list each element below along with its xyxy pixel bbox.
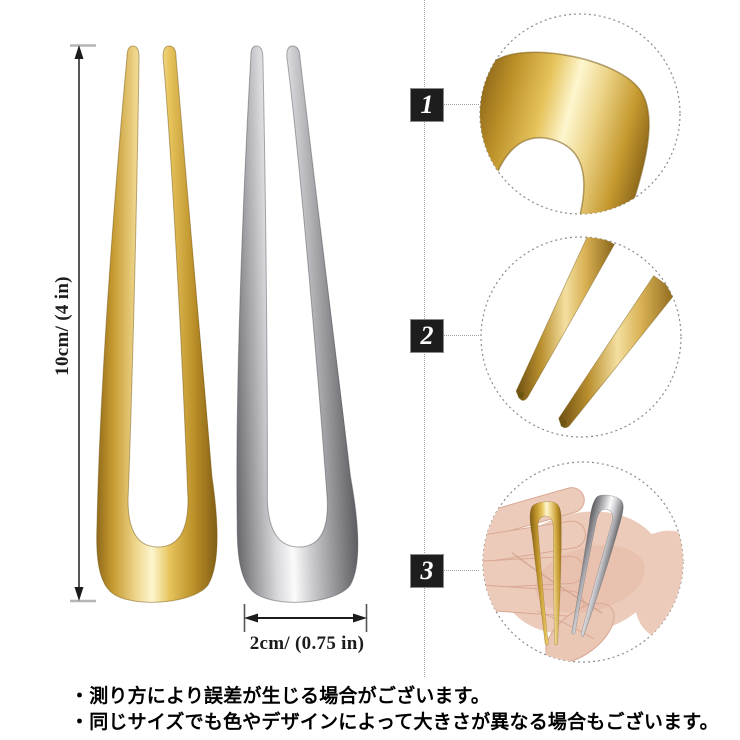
callout-number-1-label: 1 — [420, 90, 434, 119]
callout-number-3-label: 3 — [420, 556, 434, 585]
disclaimer-note-2: ・同じサイズでも色やデザインによって大きさが異なる場合もございます。 — [70, 712, 719, 733]
disclaimer-note-1: ・測り方により誤差が生じる場合がございます。 — [70, 686, 491, 707]
silver-hair-pin — [219, 45, 361, 603]
hand-holding-pins-photo — [482, 461, 684, 663]
height-dimension-arrow — [70, 44, 96, 603]
prong-tips — [515, 237, 677, 429]
height-dimension-label: 10cm/ (4 in) — [52, 276, 73, 376]
callout-connector-1 — [444, 104, 479, 105]
width-dimension-label: 2cm/ (0.75 in) — [249, 633, 365, 654]
pins-photo-area — [70, 44, 368, 632]
callout-number-3: 3 — [410, 554, 444, 588]
width-dimension-arrow — [243, 604, 368, 632]
callout-number-2: 2 — [410, 319, 444, 353]
gold-u-bend-closeup-icon — [479, 13, 681, 215]
callout-number-2-label: 2 — [420, 321, 434, 350]
callout-connector-3 — [444, 570, 479, 571]
callout-number-1: 1 — [410, 88, 444, 122]
callout-connector-2 — [444, 335, 479, 336]
gold-prong-tips-closeup-icon — [480, 236, 682, 438]
gold-hair-pin — [96, 45, 218, 603]
